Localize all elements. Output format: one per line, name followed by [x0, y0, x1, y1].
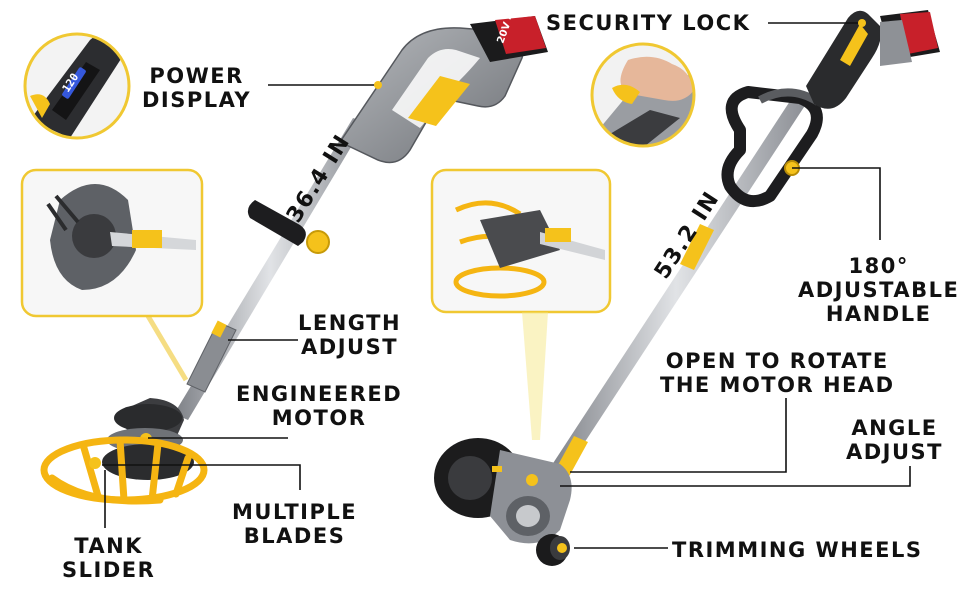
power-display-label: POWER DISPLAY: [142, 64, 251, 112]
tank-slider-label: TANK SLIDER: [62, 534, 155, 582]
security-lock-label: SECURITY LOCK: [546, 11, 751, 35]
engineered-motor-label-line1: ENGINEERED: [236, 382, 403, 406]
angle-adjust-label-line1: ANGLE: [851, 416, 938, 440]
engineered-motor-label: ENGINEERED MOTOR: [236, 382, 402, 430]
angle-adjust-label-line2: ADJUST: [846, 440, 943, 464]
rotate-motor-head-label: OPEN TO ROTATE THE MOTOR HEAD: [660, 349, 895, 397]
power-display-label-line1: POWER: [149, 64, 244, 88]
rotate-motor-head-label-line1: OPEN TO ROTATE: [665, 349, 889, 373]
right-head-inset: [430, 168, 612, 314]
length-adjust-label-line2: ADJUST: [301, 335, 399, 359]
power-display-label-line2: DISPLAY: [142, 88, 252, 112]
aux-handle-grip: [247, 200, 306, 246]
leader-lines: [102, 22, 911, 549]
power-display-callout: 120: [23, 32, 131, 140]
adjustable-handle-label-line1: 180°: [848, 254, 909, 278]
adjustable-handle-label-line3: HANDLE: [825, 302, 932, 326]
adjustable-handle-label: 180° ADJUSTABLE HANDLE: [798, 254, 959, 326]
multiple-blades-label-line1: MULTIPLE: [232, 500, 358, 524]
rotate-motor-head-label-line2: THE MOTOR HEAD: [660, 373, 895, 397]
trimming-wheels-label: TRIMMING WHEELS: [672, 538, 923, 562]
multiple-blades-label-line2: BLADES: [243, 524, 346, 548]
length-adjust-collar: [186, 321, 237, 393]
security-lock-callout: [590, 42, 696, 148]
trimming-wheel: [536, 534, 570, 566]
engineered-motor-label-line2: MOTOR: [271, 406, 367, 430]
tank-slider-label-line1: TANK: [74, 534, 144, 558]
tank-slider-label-line2: SLIDER: [62, 558, 156, 582]
left-head-inset: [20, 168, 204, 318]
angle-adjust-label: ANGLE ADJUST: [846, 416, 943, 464]
length-adjust-label-line1: LENGTH: [298, 311, 402, 335]
multiple-blades-label: MULTIPLE BLADES: [232, 500, 357, 548]
tank-slider-guard: [40, 436, 208, 505]
length-adjust-label: LENGTH ADJUST: [298, 311, 401, 359]
edger-head: [434, 438, 572, 544]
right-edger: [434, 10, 940, 566]
adjustable-handle-label-line2: ADJUSTABLE: [798, 278, 960, 302]
left-trimmer: 20V 4.0Ah: [40, 0, 548, 505]
